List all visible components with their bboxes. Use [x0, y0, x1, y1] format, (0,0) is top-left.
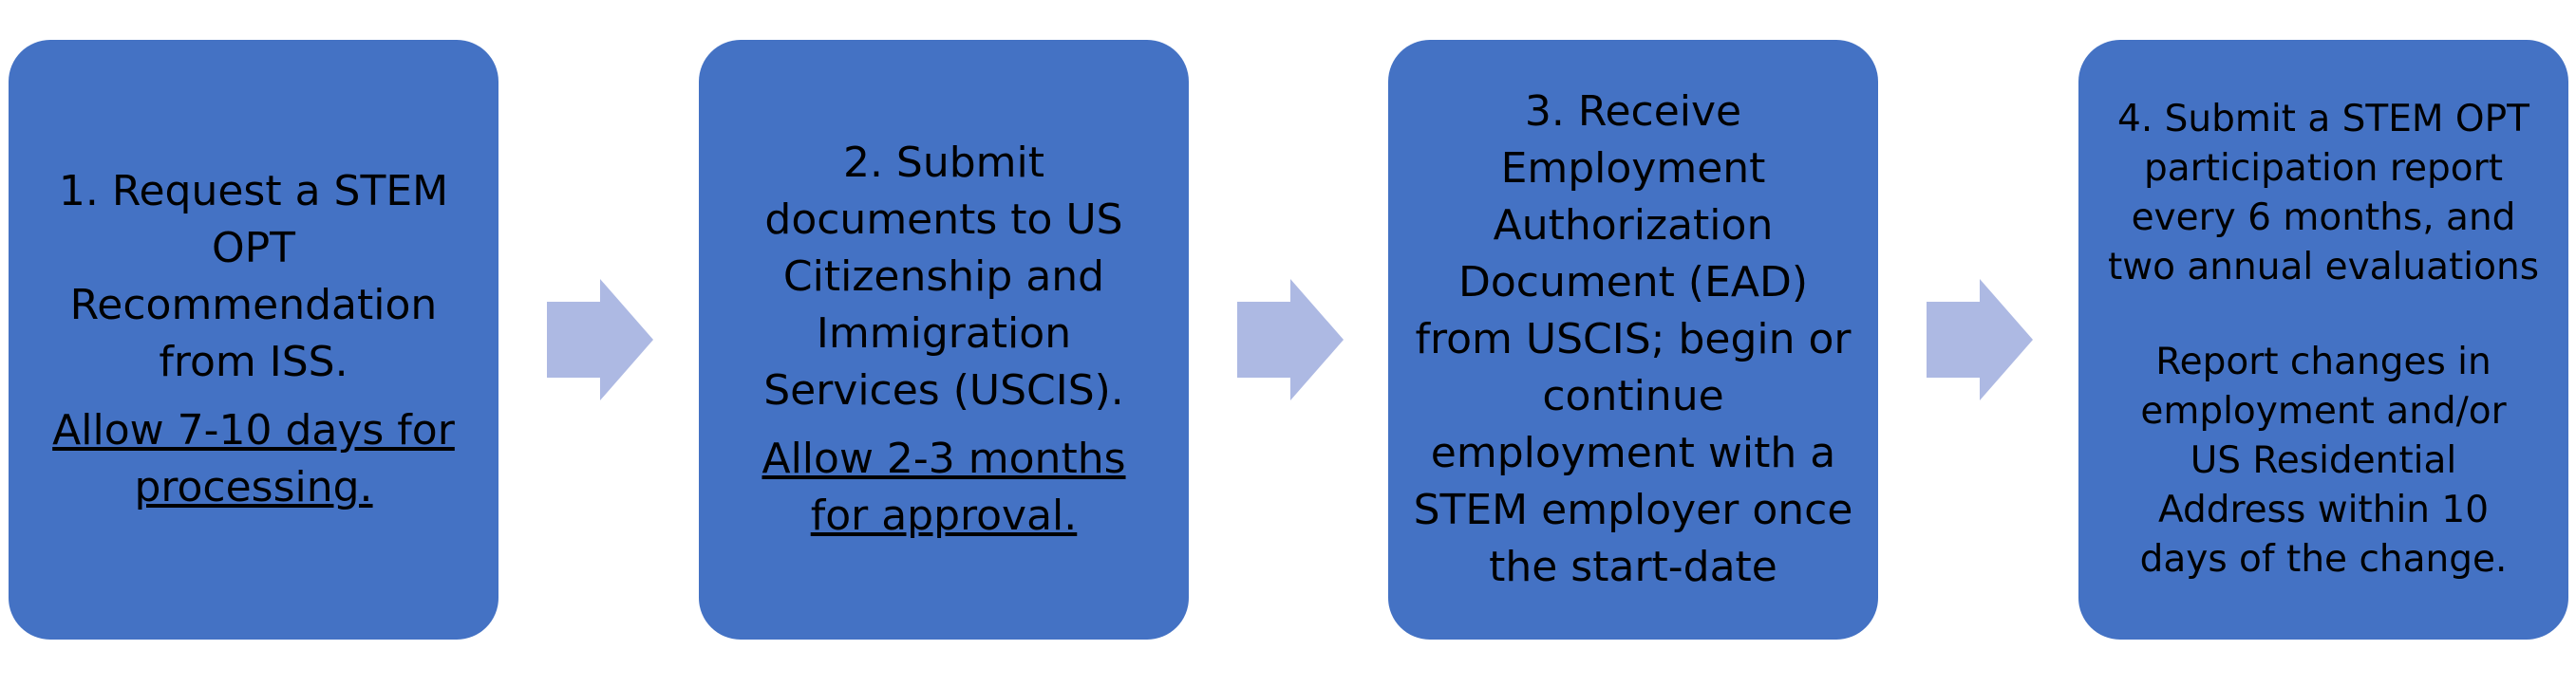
step-1-note: Allow 7-10 days for processing. — [52, 406, 455, 511]
step-1-text: 1. Request a STEM OPT Recommendation fro… — [58, 167, 449, 386]
step-4-text: 4. Submit a STEM OPT participation repor… — [2107, 98, 2540, 288]
step-2-note: Allow 2-3 months for approval. — [762, 435, 1126, 540]
right-arrow-icon — [1237, 279, 1344, 400]
step-4-box: 4. Submit a STEM OPT participation repor… — [2078, 40, 2568, 640]
right-arrow-icon — [1927, 279, 2033, 400]
step-3-text: 3. Receive Employment Authorization Docu… — [1413, 87, 1853, 591]
step-1-box: 1. Request a STEM OPT Recommendation fro… — [9, 40, 498, 640]
right-arrow-icon — [547, 279, 653, 400]
step-2-text: 2. Submit documents to US Citizenship an… — [763, 139, 1124, 415]
step-2-box: 2. Submit documents to US Citizenship an… — [699, 40, 1189, 640]
step-3-box: 3. Receive Employment Authorization Docu… — [1388, 40, 1878, 640]
step-4-note: Report changes in employment and/or US R… — [2139, 341, 2508, 581]
